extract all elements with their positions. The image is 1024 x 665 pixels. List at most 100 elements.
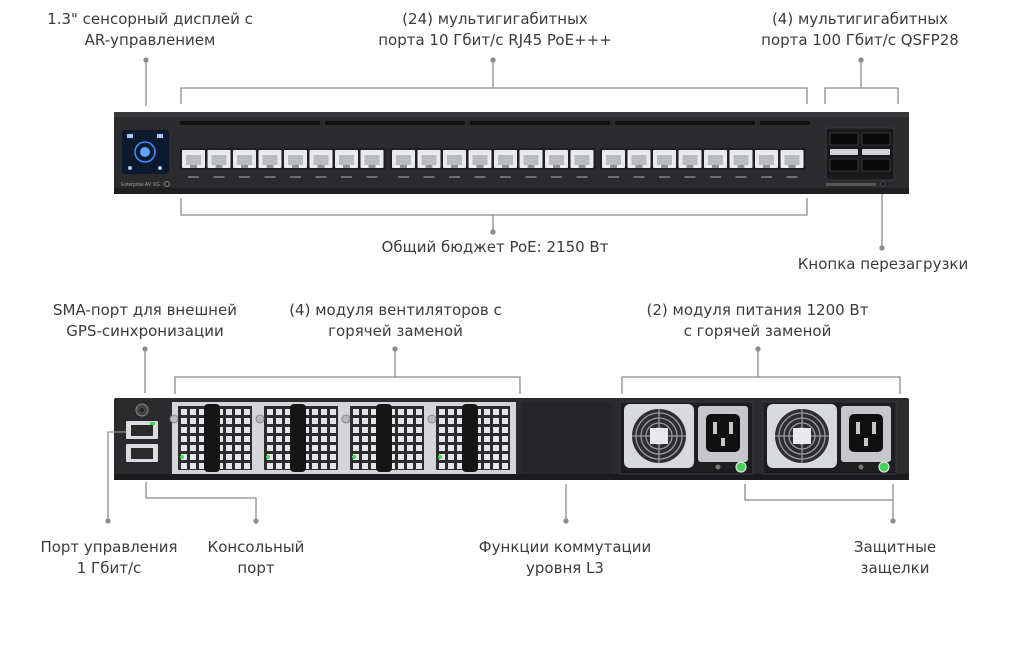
fan-grille-hole — [244, 418, 250, 424]
rj45-port-jack — [733, 155, 749, 165]
thumbscrew-icon[interactable] — [427, 414, 437, 424]
rj45-port[interactable] — [602, 150, 625, 178]
blank-panel — [522, 402, 612, 474]
fan-status-led — [352, 455, 356, 459]
rj45-port[interactable] — [780, 150, 804, 178]
fan-grille-hole — [321, 427, 327, 433]
rj45-port[interactable] — [309, 150, 333, 178]
fan-grille-hole — [190, 463, 196, 469]
rj45-port-number — [659, 176, 670, 178]
rj45-port[interactable] — [755, 150, 778, 178]
fan-status-led — [180, 455, 184, 459]
fan-grille-hole — [312, 454, 318, 460]
psu-module[interactable] — [762, 401, 897, 475]
fan-grille-hole — [416, 445, 422, 451]
fan-grille-hole — [267, 409, 273, 415]
fan-module[interactable] — [255, 402, 344, 474]
rj45-port-number — [735, 176, 747, 178]
thumbscrew-icon[interactable] — [255, 414, 265, 424]
rj45-port[interactable] — [417, 150, 441, 178]
ac-inlet[interactable] — [849, 414, 883, 452]
rj45-port-number — [188, 176, 199, 178]
fan-handle[interactable] — [376, 404, 392, 472]
fan-grille-hole — [448, 418, 454, 424]
rj45-port[interactable] — [545, 150, 568, 178]
rj45-port-number — [525, 176, 537, 178]
qsfp-port[interactable] — [861, 132, 891, 146]
qsfp-port[interactable] — [829, 132, 859, 146]
rj45-port-clip — [737, 165, 745, 168]
rj45-port[interactable] — [443, 150, 466, 178]
rj45-port[interactable] — [335, 150, 358, 178]
fan-grille-hole — [276, 454, 282, 460]
rj45-port[interactable] — [570, 150, 594, 178]
fan-grille-hole — [285, 427, 291, 433]
rj45-port[interactable] — [284, 150, 307, 178]
fan-handle[interactable] — [290, 404, 306, 472]
rj45-port-jack — [211, 155, 227, 165]
rj45-port-clip — [527, 165, 535, 168]
psu-module[interactable] — [619, 401, 754, 475]
psu-latch[interactable] — [735, 461, 747, 473]
reset-button[interactable] — [880, 181, 886, 187]
rj45-port-jack — [186, 155, 201, 165]
ac-inlet[interactable] — [706, 414, 740, 452]
fan-grille-hole — [439, 436, 445, 442]
fan-grille-hole — [226, 418, 232, 424]
fan-grille-hole — [371, 445, 377, 451]
touch-display[interactable] — [122, 130, 169, 174]
front-panel: Enterprise AV XG — [114, 112, 909, 194]
fan-module[interactable] — [427, 402, 516, 474]
fan-grille-hole — [321, 436, 327, 442]
rj45-port-clip — [266, 165, 274, 168]
fan-grille-hole — [321, 445, 327, 451]
rj45-port[interactable] — [182, 150, 205, 178]
fan-handle[interactable] — [462, 404, 478, 472]
qsfp-cage — [825, 127, 895, 187]
rj45-port[interactable] — [627, 150, 651, 178]
qsfp-port[interactable] — [861, 158, 891, 172]
rj45-port-jack — [288, 155, 303, 165]
qsfp-port[interactable] — [829, 158, 859, 172]
rj45-port[interactable] — [678, 150, 702, 178]
fan-grille-hole — [312, 409, 318, 415]
rj45-port[interactable] — [653, 150, 676, 178]
fan-grille-hole — [226, 409, 232, 415]
fan-grille-hole — [457, 454, 463, 460]
fan-grille-hole — [244, 436, 250, 442]
fan-grille-hole — [484, 427, 490, 433]
fan-grille-hole — [244, 454, 250, 460]
rj45-port-clip — [502, 165, 509, 168]
fan-grille-hole — [484, 409, 490, 415]
rj45-port[interactable] — [704, 150, 727, 178]
rj45-port-jack — [237, 155, 252, 165]
rj45-port-clip — [400, 165, 407, 168]
rj45-port[interactable] — [729, 150, 753, 178]
rj45-port[interactable] — [233, 150, 256, 178]
thumbscrew-icon[interactable] — [169, 414, 179, 424]
fan-grille-hole — [407, 463, 413, 469]
rj45-port[interactable] — [468, 150, 492, 178]
thumbscrew-icon[interactable] — [341, 414, 351, 424]
rj45-port[interactable] — [494, 150, 517, 178]
rj45-port-clip — [241, 165, 248, 168]
psu-latch[interactable] — [878, 461, 890, 473]
rj45-port[interactable] — [207, 150, 231, 178]
rj45-port[interactable] — [392, 150, 415, 178]
fan-handle[interactable] — [204, 404, 220, 472]
fan-grille-hole — [439, 409, 445, 415]
fan-module[interactable] — [341, 402, 430, 474]
rj45-port[interactable] — [258, 150, 282, 178]
fan-module[interactable] — [169, 402, 258, 474]
fan-grille-hole — [226, 454, 232, 460]
rj45-port-clip — [763, 165, 770, 168]
psu-screw-icon — [858, 464, 864, 470]
rj45-port-number — [423, 176, 435, 178]
rj45-port-number — [474, 176, 486, 178]
fan-grille-hole — [416, 418, 422, 424]
rj45-port-clip — [553, 165, 560, 168]
rj45-port[interactable] — [360, 150, 384, 178]
rj45-port-jack — [498, 155, 513, 165]
rj45-port[interactable] — [519, 150, 543, 178]
